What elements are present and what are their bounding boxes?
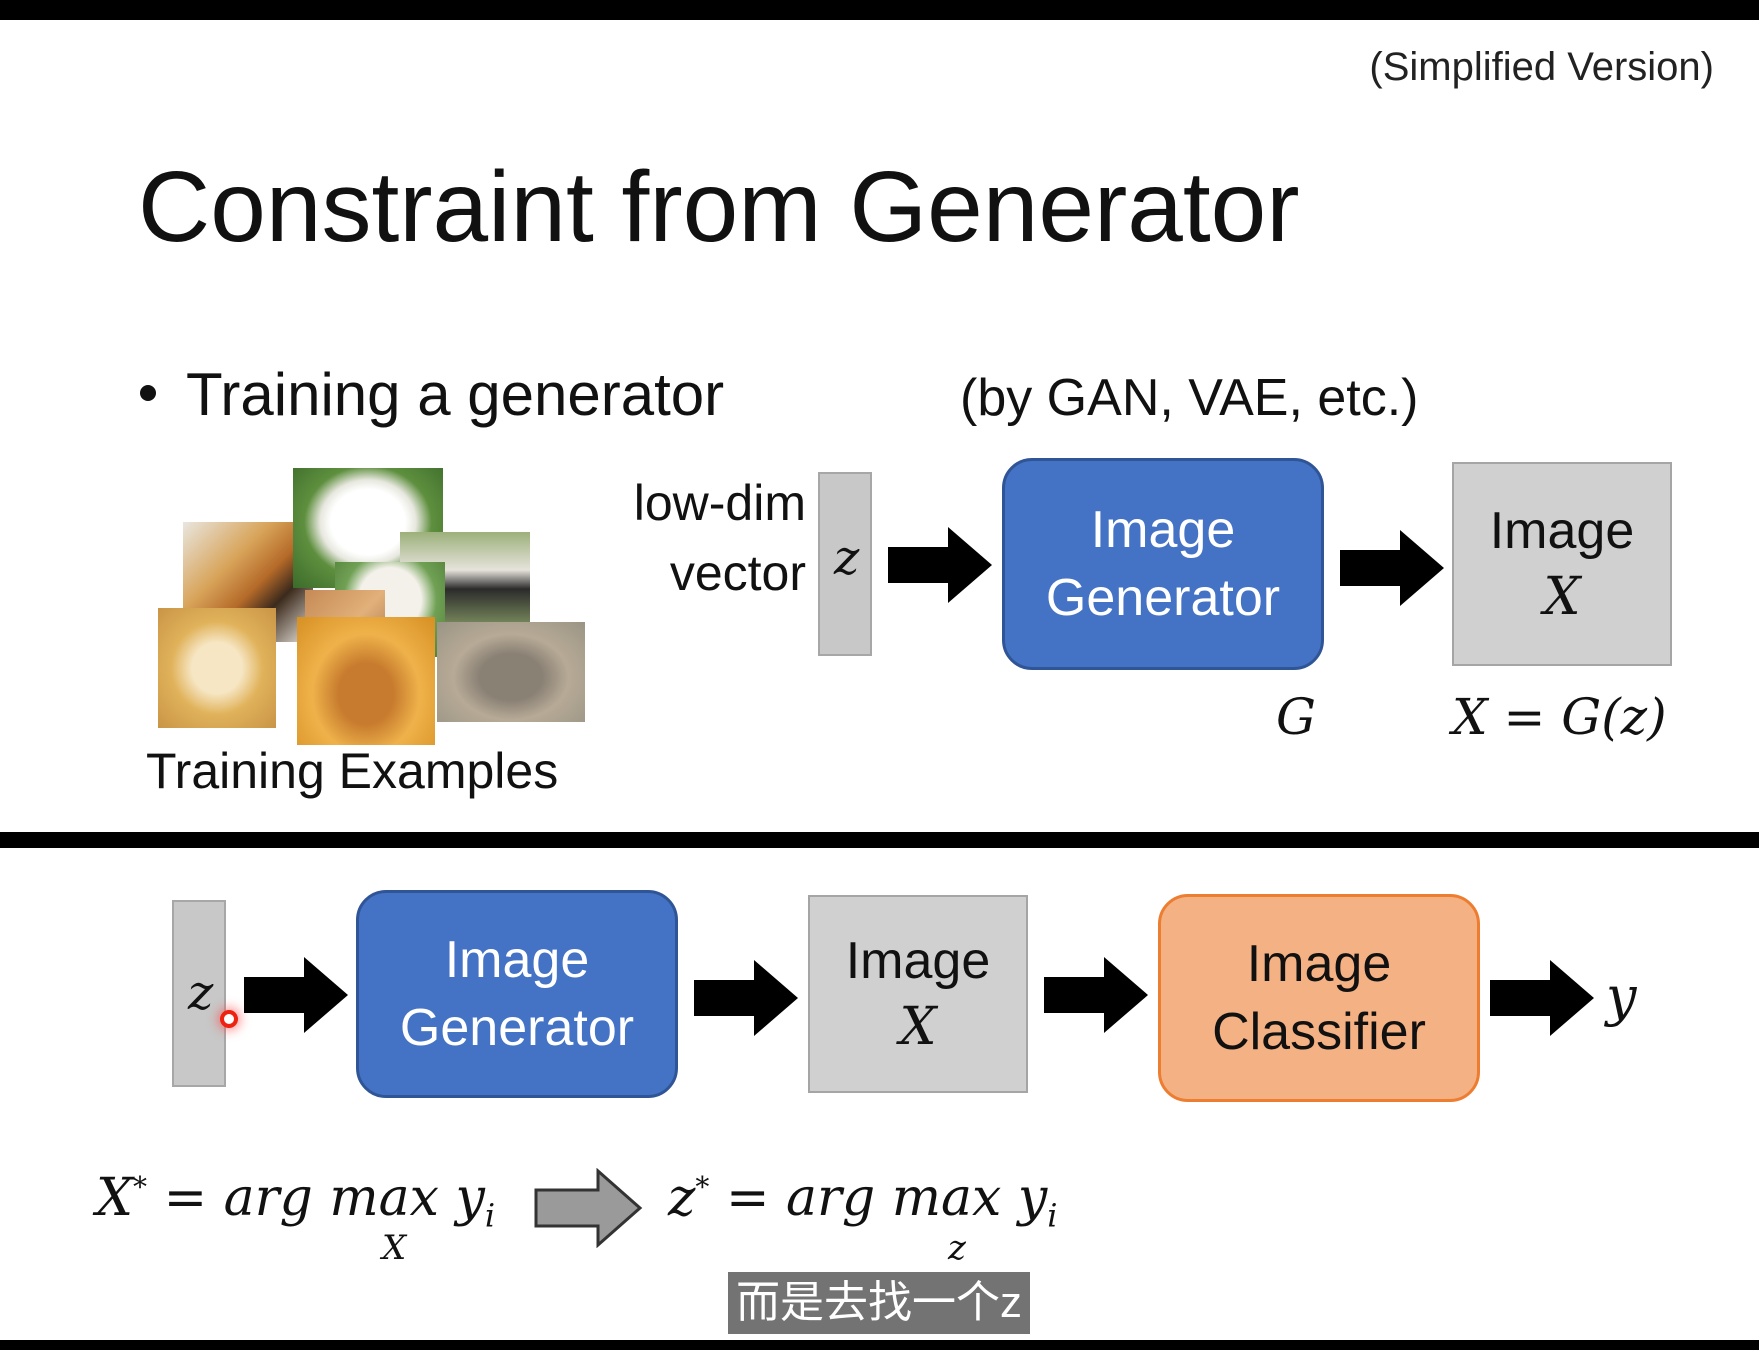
arrow-shape [694, 960, 798, 1036]
arrow-z-to-generator [888, 527, 992, 603]
z-vector-bar-bottom [172, 900, 226, 1087]
arrow-shape [244, 957, 348, 1033]
video-subtitle: 而是去找一个z [728, 1272, 1030, 1334]
arrow-shape [1044, 957, 1148, 1033]
formula-star: * [133, 1170, 148, 1204]
z-symbol-top: z [834, 530, 860, 586]
formula-x-star: X* = arg max yi [96, 1168, 495, 1234]
slide-top [0, 20, 1759, 832]
bullet-text: Training a generator [186, 361, 725, 428]
arrow-shape [1490, 960, 1594, 1036]
training-examples-caption: Training Examples [146, 743, 559, 799]
generator-line2: Generator [399, 999, 635, 1057]
image-x-line2: X [1543, 567, 1581, 627]
formula-lhs: z [668, 1168, 696, 1228]
bullet-training-generator: Training a generator [140, 360, 724, 429]
arrow-shape [1340, 530, 1444, 606]
arrow-generator-to-image-bottom [694, 960, 798, 1036]
formula-rhs-sub: i [484, 1196, 496, 1235]
simplified-version-note: (Simplified Version) [1369, 45, 1714, 89]
arrow-classifier-to-y [1490, 960, 1594, 1036]
generator-line1: Image [444, 931, 590, 989]
generator-line2: Generator [1045, 569, 1281, 627]
training-examples-collage [155, 462, 585, 747]
formula-z-star: z* = arg max yi [668, 1168, 1058, 1234]
by-gan-vae-note: (by GAN, VAE, etc.) [960, 369, 1419, 427]
low-dim-line1: low-dim [633, 475, 806, 531]
arrow-shape [888, 527, 992, 603]
formula-z-max-sub: z [948, 1228, 966, 1268]
formula-rhs: y [1017, 1168, 1048, 1228]
arrow-z-to-generator-bottom [244, 957, 348, 1033]
g-label: G [1276, 688, 1316, 746]
cursor-indicator [220, 1010, 238, 1028]
classifier-line1: Image [1246, 935, 1392, 993]
z-vector-bar [818, 472, 872, 656]
formula-eq: = arg max [725, 1168, 1002, 1228]
formula-eq: = arg max [163, 1168, 439, 1228]
arrow-image-to-classifier [1044, 957, 1148, 1033]
formula-x-max-sub: X [382, 1228, 407, 1268]
low-dim-vector-label: low-dim vector [596, 468, 806, 608]
z-symbol-bottom: z [188, 965, 214, 1021]
image-x-line2: X [899, 997, 937, 1057]
bullet-dot [140, 385, 156, 402]
implication-arrow [534, 1168, 643, 1248]
formula-rhs: y [455, 1168, 485, 1228]
formula-lhs: X [96, 1168, 134, 1228]
classifier-line2: Classifier [1212, 1003, 1426, 1061]
arrow-generator-to-image [1340, 530, 1444, 606]
slide-title: Constraint from Generator [138, 151, 1300, 263]
formula-star: * [695, 1170, 710, 1204]
x-equals-g-z: X = G(z) [1452, 688, 1667, 746]
image-x-line1: Image [1489, 502, 1635, 560]
generator-line1: Image [1090, 501, 1236, 559]
formula-rhs-sub: i [1047, 1196, 1058, 1235]
cat-image [297, 617, 435, 745]
arrow-shape [534, 1168, 643, 1248]
image-x-line1: Image [845, 932, 991, 990]
wolf-image [437, 622, 585, 722]
y-output-symbol: y [1606, 965, 1637, 1028]
low-dim-line2: vector [669, 545, 806, 601]
doge-image [158, 608, 276, 728]
